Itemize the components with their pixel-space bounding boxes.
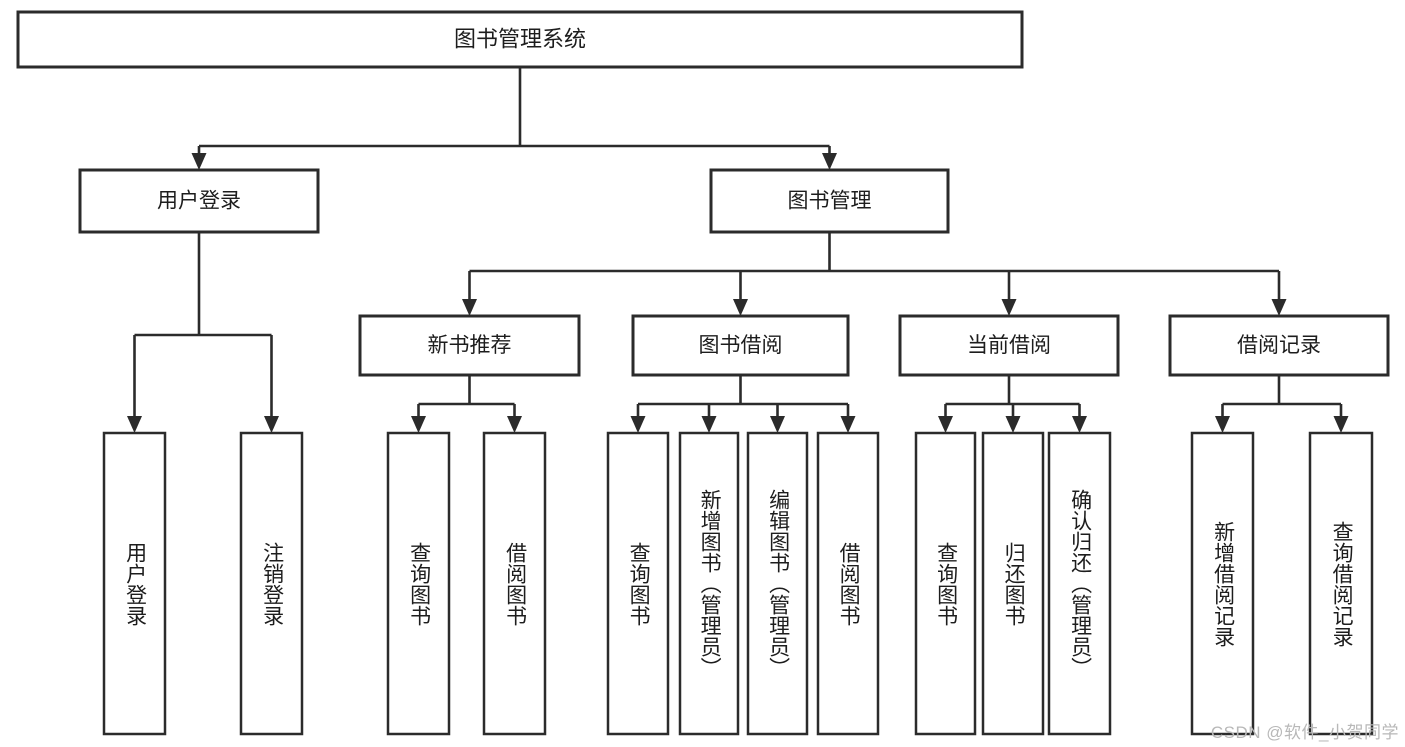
node-box-edit-book[interactable] [746,431,809,736]
arrowhead-book-borrow-1 [701,416,717,433]
node-box-current-borrow[interactable] [898,314,1120,377]
arrowhead-new-book-rec-1 [507,416,522,433]
arrowhead-user-login-0 [127,416,142,433]
arrowhead-new-book-rec-0 [411,416,426,433]
node-label-current-borrow: 当前借阅 [967,334,1051,357]
node-box-borrow-book-1[interactable] [482,431,547,736]
node-label-book-manage: 图书管理 [788,190,872,213]
arrowhead-root-1 [822,153,837,170]
node-box-query-record[interactable] [1308,431,1374,736]
node-box-book-borrow[interactable] [631,314,850,377]
arrowhead-book-manage-2 [1001,299,1017,316]
arrowhead-root-0 [191,153,207,170]
arrowhead-book-borrow-3 [840,416,856,433]
node-box-query-book-3[interactable] [914,431,977,736]
node-box-confirm-return[interactable] [1047,431,1112,736]
arrowhead-current-borrow-2 [1072,416,1087,433]
arrowhead-current-borrow-1 [1005,416,1021,433]
node-label-book-borrow: 图书借阅 [699,334,783,357]
arrowhead-user-login-1 [264,416,279,433]
node-box-add-book[interactable] [678,431,740,736]
arrowhead-borrow-record-1 [1333,416,1349,433]
arrowhead-book-borrow-0 [630,416,646,433]
node-box-return-book[interactable] [981,431,1045,736]
arrowhead-current-borrow-0 [938,416,953,433]
node-box-borrow-record[interactable] [1168,314,1390,377]
node-box-query-book-2[interactable] [606,431,670,736]
node-box-new-book-rec[interactable] [358,314,581,377]
node-box-user-login-leaf[interactable] [102,431,167,736]
node-box-root[interactable] [16,10,1024,69]
arrowhead-book-manage-0 [462,299,477,316]
node-label-borrow-record: 借阅记录 [1237,334,1321,357]
arrowhead-book-manage-1 [733,299,748,316]
node-box-book-manage[interactable] [709,168,950,234]
node-label-new-book-rec: 新书推荐 [428,334,512,357]
node-label-root: 图书管理系统 [454,26,586,51]
watermark-text: CSDN @软件_小贺同学 [1210,723,1399,742]
arrowhead-borrow-record-0 [1215,416,1230,433]
arrowhead-book-borrow-2 [770,416,785,433]
node-label-user-login: 用户登录 [157,190,241,213]
node-box-add-record[interactable] [1190,431,1255,736]
node-box-query-book-1[interactable] [386,431,451,736]
node-box-user-logout-leaf[interactable] [239,431,304,736]
arrowhead-book-manage-3 [1271,299,1287,316]
node-box-borrow-book-2[interactable] [816,431,880,736]
